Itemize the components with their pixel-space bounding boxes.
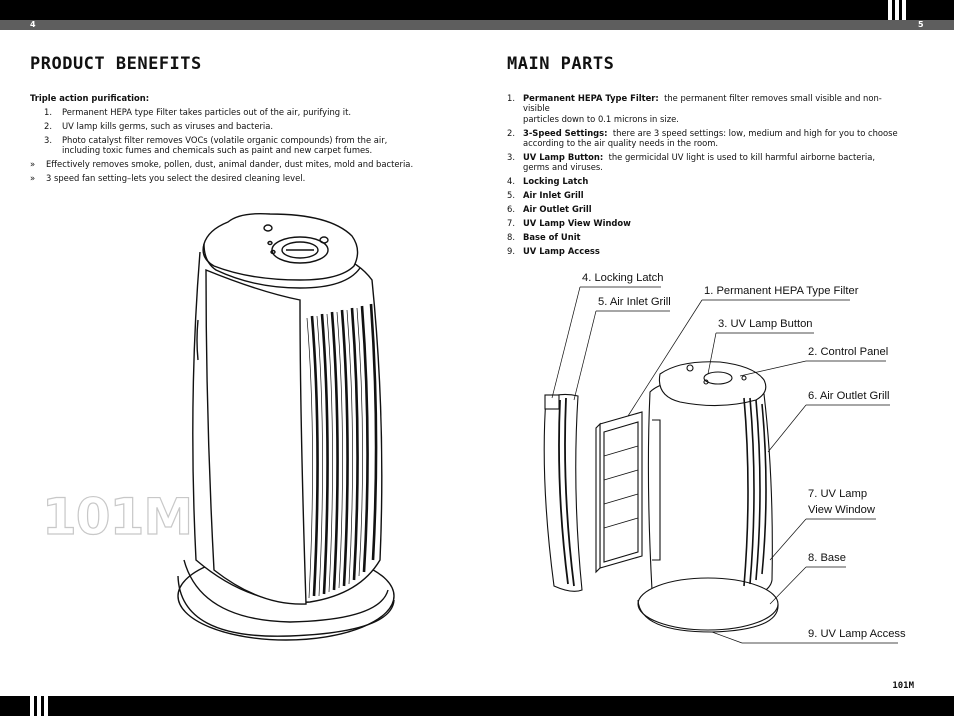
- right-page-number: 5: [918, 20, 924, 29]
- part-item-continuation: particles down to 0.1 microns in size.: [523, 113, 679, 124]
- bottom-stripes-decoration: [30, 696, 48, 716]
- callout-base: 8. Base: [808, 552, 846, 564]
- model-watermark: 101M: [41, 487, 193, 546]
- benefit-item: 1. Permanent HEPA type Filter takes part…: [44, 106, 352, 117]
- benefit-item-continuation: including toxic fumes and chemicals such…: [62, 145, 373, 156]
- part-item: 7.UV Lamp View Window: [507, 218, 631, 229]
- footer-model-label: 101M: [892, 681, 914, 691]
- benefits-intro: Triple action purification:: [30, 93, 150, 103]
- benefits-list: Triple action purification: 1. Permanent…: [30, 93, 450, 183]
- part-item: 4.Locking Latch: [507, 176, 589, 187]
- callout-locking-latch: 4. Locking Latch: [582, 272, 664, 284]
- callout-uv-lamp-window: 7. UV Lamp: [808, 488, 868, 500]
- benefit-bullet: » Effectively removes smoke, pollen, dus…: [30, 159, 414, 170]
- callout-hepa-filter: 1. Permanent HEPA Type Filter: [704, 285, 859, 297]
- top-strip: [0, 20, 954, 30]
- parts-list: 1. Permanent HEPA Type Filter: the perma…: [507, 93, 907, 256]
- top-bar: [0, 0, 954, 20]
- callout-uv-lamp-window-line2: View Window: [808, 504, 875, 516]
- part-item: 2. 3-Speed Settings: there are 3 speed s…: [507, 127, 898, 138]
- part-item: 5.Air Inlet Grill: [507, 190, 584, 201]
- benefit-item: 2. UV lamp kills germs, such as viruses …: [44, 120, 274, 131]
- left-page-number: 4: [30, 20, 36, 29]
- callout-uv-lamp-access: 9. UV Lamp Access: [808, 628, 906, 640]
- top-stripes-decoration: [888, 0, 906, 20]
- part-item-continuation: according to the air quality needs in th…: [523, 138, 719, 149]
- part-item-continuation: germs and viruses.: [523, 162, 603, 173]
- part-item: 6.Air Outlet Grill: [507, 204, 592, 215]
- part-item: 9.UV Lamp Access: [507, 245, 600, 256]
- benefit-item: 3. Photo catalyst filter removes VOCs (v…: [44, 134, 388, 145]
- callout-control-panel: 2. Control Panel: [808, 346, 889, 358]
- main-parts-title: MAIN PARTS: [507, 54, 615, 74]
- part-item: 3. UV Lamp Button: the germicidal UV lig…: [507, 152, 876, 163]
- bottom-bar: [0, 696, 954, 716]
- callout-air-inlet-grill: 5. Air Inlet Grill: [598, 296, 671, 308]
- part-item: 1. Permanent HEPA Type Filter: the perma…: [507, 93, 882, 114]
- benefit-bullet: » 3 speed fan setting–lets you select th…: [30, 172, 306, 183]
- callout-air-outlet-grill: 6. Air Outlet Grill: [808, 390, 890, 402]
- callout-uv-lamp-button: 3. UV Lamp Button: [718, 318, 813, 330]
- part-item: 8.Base of Unit: [507, 231, 581, 242]
- product-benefits-title: PRODUCT BENEFITS: [30, 54, 202, 74]
